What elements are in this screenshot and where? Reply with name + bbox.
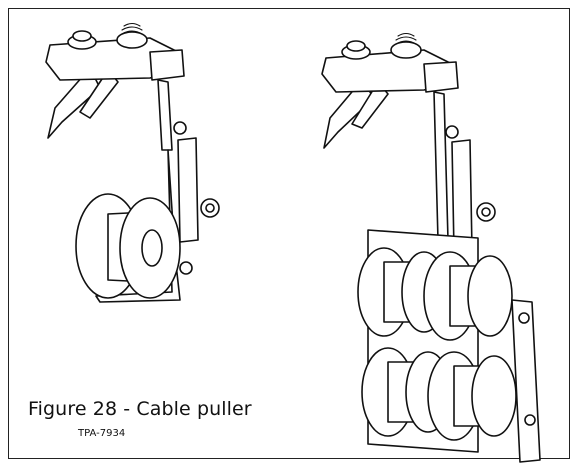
side-plate	[177, 137, 199, 243]
figure-code: TPA-7934	[78, 428, 126, 439]
right-knob-2	[390, 41, 422, 59]
right-knob-1-top	[346, 40, 366, 52]
eye-bolt-hole	[205, 203, 215, 213]
single-roller-puller	[45, 22, 220, 303]
shaft	[157, 79, 173, 151]
roller-hub	[141, 229, 163, 267]
spring-2	[121, 22, 143, 35]
right-side-plate	[451, 139, 473, 253]
head-block	[149, 49, 185, 81]
right-shaft	[433, 91, 449, 241]
right-spring-2	[395, 32, 417, 45]
front-strap	[511, 299, 541, 463]
right-eye-bolt-hole	[481, 207, 491, 217]
strap-bolt-upper	[518, 312, 530, 324]
upper-roller-2-front	[467, 255, 513, 337]
figure-caption: Figure 28 - Cable puller	[28, 398, 252, 420]
small-eye	[179, 261, 193, 275]
strap-bolt-lower	[524, 414, 536, 426]
right-shaft-bolt	[445, 125, 459, 139]
right-head-block	[423, 61, 459, 93]
quad-roller-puller	[321, 32, 541, 463]
lower-roller-2-front	[471, 355, 517, 437]
knob-1-top	[72, 30, 92, 42]
shaft-bolt	[173, 121, 187, 135]
knob-2	[116, 31, 148, 49]
